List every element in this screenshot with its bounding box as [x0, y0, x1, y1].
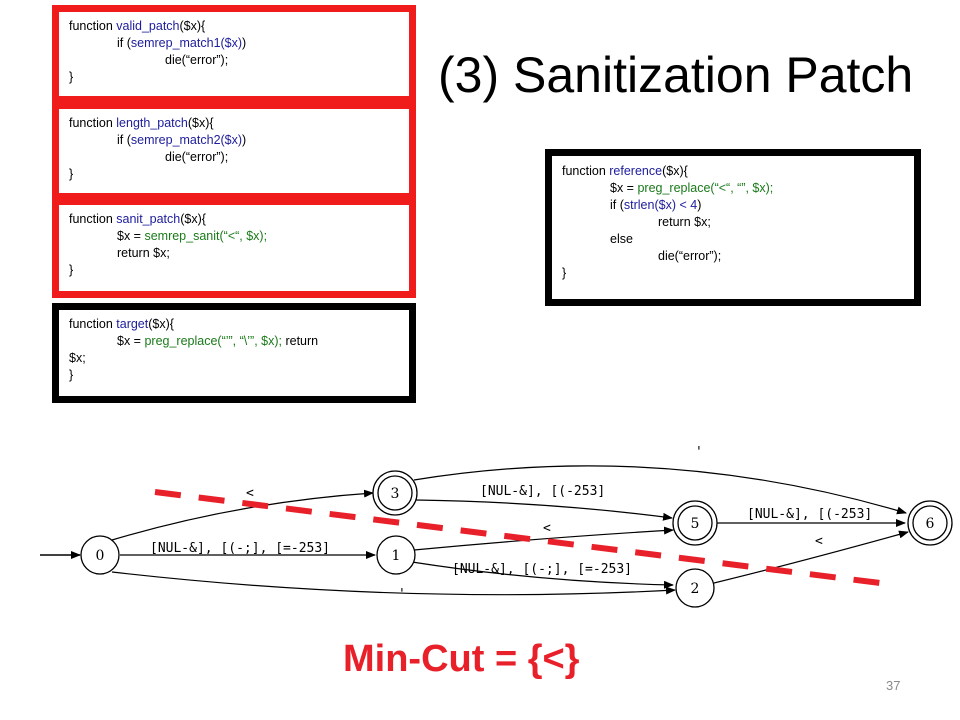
- code-text: if (: [117, 36, 131, 50]
- state-label: 1: [392, 548, 401, 564]
- reference-code-box: function reference($x){ $x = preg_replac…: [545, 149, 921, 306]
- function-name: length_patch: [116, 116, 188, 130]
- function-call: preg_replace(“<“, “”, $x);: [637, 181, 774, 195]
- state-label: 5: [691, 516, 700, 532]
- state-0: 0: [80, 535, 120, 575]
- state-5-accepting: 5: [672, 500, 718, 546]
- function-call: semrep_match1($x): [130, 36, 243, 50]
- code-line: }: [69, 70, 74, 84]
- function-call: semrep_match2($x): [130, 133, 243, 147]
- code-text: $x =: [117, 229, 145, 243]
- code-line: }: [69, 368, 74, 382]
- code-text: $x =: [117, 334, 145, 348]
- function-name: reference: [609, 164, 663, 178]
- code-text: ($x){: [179, 19, 206, 33]
- code-line: die(“error”);: [165, 150, 229, 164]
- code-text: ($x){: [662, 164, 688, 178]
- sanit-patch-code-box: function sanit_patch($x){ $x = semrep_sa…: [52, 198, 416, 298]
- code-line: function target($x){: [69, 316, 399, 333]
- function-call: preg_replace(“’”, “\’”, $x);: [144, 334, 282, 348]
- code-line: if (strlen($x) < 4): [562, 197, 904, 214]
- state-label: 6: [926, 516, 935, 532]
- edge-0-2: [111, 571, 676, 596]
- code-line: $x = preg_replace(“’”, “\’”, $x); return: [69, 333, 399, 350]
- function-call: strlen($x) < 4: [623, 198, 698, 212]
- min-cut-label: Min-Cut = {<}: [343, 638, 580, 680]
- code-text: ): [697, 198, 702, 212]
- code-text: return: [282, 334, 319, 348]
- function-name: valid_patch: [116, 19, 180, 33]
- code-line: }: [69, 263, 74, 277]
- code-keyword: function: [69, 19, 117, 33]
- code-line: return $x;: [658, 215, 711, 229]
- state-1: 1: [376, 535, 416, 575]
- state-label: 3: [391, 486, 400, 502]
- code-line: function reference($x){: [562, 163, 904, 180]
- code-text: if (: [117, 133, 131, 147]
- code-text: if (: [610, 198, 624, 212]
- code-line: function length_patch($x){: [69, 115, 399, 132]
- state-6-accepting: 6: [907, 500, 953, 546]
- slide-title: (3) Sanitization Patch: [438, 47, 914, 103]
- length-patch-code-box: function length_patch($x){ if (semrep_ma…: [52, 102, 416, 200]
- edge-label-1-2: [NUL-&], [(-;], [=-253]: [452, 562, 632, 577]
- state-2: 2: [675, 568, 715, 608]
- edge-label-0-1: [NUL-&], [(-;], [=-253]: [150, 541, 330, 556]
- code-line: else: [610, 232, 633, 246]
- code-line: function valid_patch($x){: [69, 18, 399, 35]
- code-line: if (semrep_match1($x)): [69, 35, 399, 52]
- code-keyword: function: [69, 116, 117, 130]
- valid-patch-code-box: function valid_patch($x){ if (semrep_mat…: [52, 5, 416, 103]
- edge-3-5: [415, 499, 673, 521]
- code-line: $x = semrep_sanit(“<“, $x);: [69, 228, 399, 245]
- state-label: 2: [691, 581, 700, 597]
- code-line: function sanit_patch($x){: [69, 211, 399, 228]
- code-line: }: [562, 266, 567, 280]
- function-call: semrep_sanit(“<“, $x);: [144, 229, 268, 243]
- code-line: die(“error”);: [658, 249, 722, 263]
- page-number: 37: [886, 678, 901, 693]
- code-text: ): [242, 36, 247, 50]
- edge-label-1-5: <: [543, 521, 551, 536]
- code-text: ($x){: [180, 212, 206, 226]
- edge-label-3-5: [NUL-&], [(-253]: [480, 484, 605, 499]
- code-text: ($x){: [187, 116, 214, 130]
- code-line: if (semrep_match2($x)): [69, 132, 399, 149]
- edge-1-5: [413, 526, 674, 551]
- edge-label-0-2: ': [398, 587, 406, 602]
- edge-label-2-6: <: [815, 534, 823, 549]
- code-line: }: [69, 167, 74, 181]
- edge-3-6: [413, 465, 907, 515]
- state-label: 0: [96, 548, 105, 564]
- target-code-box: function target($x){ $x = preg_replace(“…: [52, 303, 416, 403]
- edge-2-6: [713, 530, 909, 584]
- code-text: $x =: [610, 181, 638, 195]
- function-name: target: [116, 317, 149, 331]
- code-line: $x;: [69, 351, 86, 365]
- function-name: sanit_patch: [116, 212, 181, 226]
- code-text: ): [242, 133, 247, 147]
- edge-1-2: [411, 561, 674, 589]
- edge-label-3-6: ': [695, 445, 703, 460]
- code-line: die(“error”);: [165, 53, 229, 67]
- edge-0-3: [111, 489, 374, 541]
- min-cut-dashed-line: [154, 489, 889, 587]
- code-keyword: function: [69, 317, 117, 331]
- edge-label-0-3: <: [246, 486, 254, 501]
- code-keyword: function: [562, 164, 610, 178]
- code-line: return $x;: [117, 246, 170, 260]
- code-text: ($x){: [148, 317, 174, 331]
- state-3-accepting: 3: [372, 470, 418, 516]
- code-line: $x = preg_replace(“<“, “”, $x);: [562, 180, 904, 197]
- code-keyword: function: [69, 212, 117, 226]
- edge-label-5-6: [NUL-&], [(-253]: [747, 507, 872, 522]
